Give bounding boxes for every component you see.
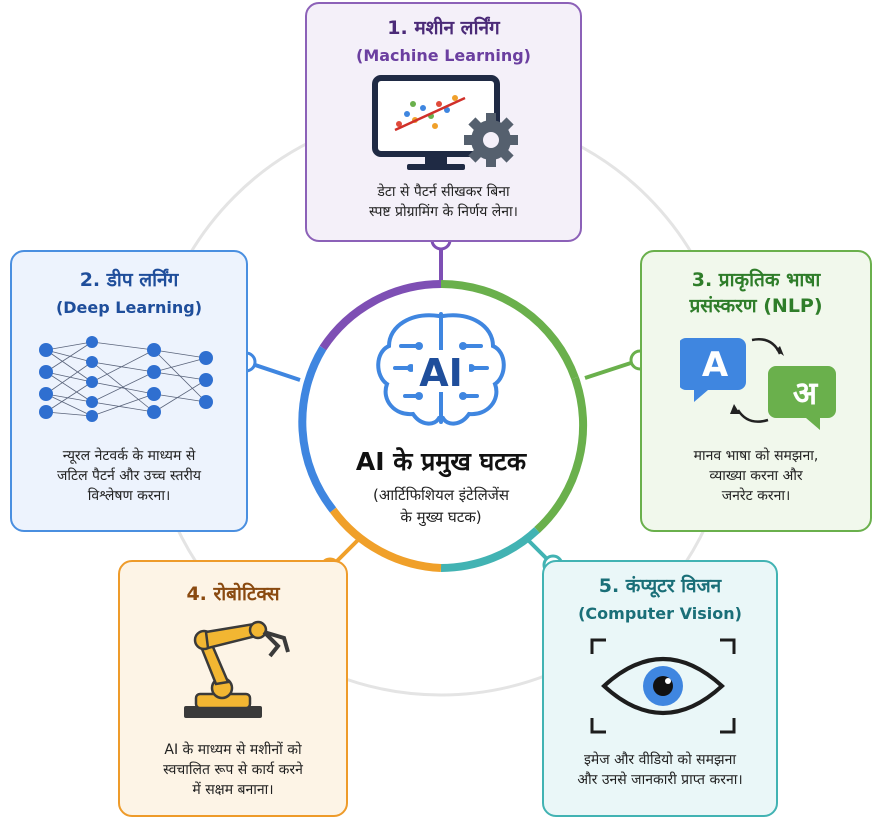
description-line: स्वचालित रूप से कार्य करने [163, 762, 303, 778]
ring-segment-teal [440, 527, 540, 572]
translate-bubbles-icon [680, 338, 836, 430]
ring-segment-orange [329, 507, 442, 572]
description-line: स्पष्ट प्रोग्रामिंग के निर्णय लेना। [369, 204, 518, 220]
computer-vision-title: 5. कंप्यूटर विजन [598, 575, 722, 597]
center-hub: AI AI के प्रमुख घटक (आर्टिफिशियल इंटेलिज… [293, 278, 589, 574]
description-line: न्यूरल नेटवर्क के माध्यम से [62, 448, 196, 464]
nlp-title-line2: प्रसंस्करण (NLP) [689, 295, 823, 317]
description-line: विश्लेषण करना। [87, 488, 171, 504]
deep-learning-description: न्यूरल नेटवर्क के माध्यम से जटिल पैटर्न … [20, 446, 238, 506]
description-line: जनरेट करना। [721, 488, 791, 504]
machine-learning-description: डेटा से पैटर्न सीखकर बिना स्पष्ट प्रोग्र… [315, 182, 572, 222]
deep-learning-subtitle: (Deep Learning) [55, 298, 203, 317]
description-line: इमेज और वीडियो को समझना [584, 752, 736, 768]
deep-learning-title: 2. डीप लर्निंग [79, 269, 179, 291]
robot-arm-icon [184, 620, 290, 718]
neural-network-icon [39, 336, 213, 422]
description-line: व्याख्या करना और [709, 468, 803, 484]
eye-scan-icon [590, 638, 736, 734]
description-line: AI के माध्यम से मशीनों को [164, 742, 302, 758]
deep-learning-card: 2. डीप लर्निंग (Deep Learning) न्यूरल ने… [10, 250, 248, 532]
nlp-card: 3. प्राकृतिक भाषा प्रसंस्करण (NLP) A अ म… [640, 250, 872, 532]
bubble-devanagari-letter: अ [792, 374, 818, 412]
nlp-description: मानव भाषा को समझना, व्याख्या करना और जनर… [650, 446, 862, 506]
computer-vision-subtitle: (Computer Vision) [578, 604, 742, 623]
center-subtitle: (आर्टिफिशियल इंटेलिजेंस के मुख्य घटक) [323, 484, 559, 528]
machine-learning-title: 1. मशीन लर्निंग [387, 17, 500, 39]
ring-segment-green [440, 279, 579, 380]
ring-segment-blue [298, 345, 337, 513]
description-line: जटिल पैटर्न और उच्च स्तरीय [57, 468, 201, 484]
brain-ai-icon: AI [376, 312, 506, 426]
description-line: डेटा से पैटर्न सीखकर बिना [377, 184, 510, 200]
ai-logo-text: AI [419, 351, 463, 395]
center-ring [298, 279, 588, 572]
robotics-title: 4. रोबोटिक्स [186, 583, 280, 605]
description-line: और उनसे जानकारी प्राप्त करना। [577, 772, 743, 788]
computer-chart-gear-icon [372, 75, 518, 170]
center-subtitle-line: के मुख्य घटक) [400, 508, 482, 526]
computer-vision-description: इमेज और वीडियो को समझना और उनसे जानकारी … [552, 750, 768, 790]
bubble-latin-letter: A [701, 345, 729, 385]
computer-vision-card: 5. कंप्यूटर विजन (Computer Vision) इमेज … [542, 560, 778, 817]
description-line: मानव भाषा को समझना, [693, 448, 819, 464]
machine-learning-subtitle: (Machine Learning) [356, 46, 531, 65]
robotics-description: AI के माध्यम से मशीनों को स्वचालित रूप स… [128, 740, 338, 800]
center-subtitle-line: (आर्टिफिशियल इंटेलिजेंस [372, 486, 510, 504]
center-title: AI के प्रमुख घटक [355, 447, 527, 476]
machine-learning-card: 1. मशीन लर्निंग (Machine Learning) डेटा … [305, 2, 582, 242]
description-line: में सक्षम बनाना। [192, 782, 274, 798]
ring-segment-green-2 [534, 376, 588, 533]
robotics-card: 4. रोबोटिक्स AI के माध्यम से मशीनों को स… [118, 560, 348, 817]
ring-segment-purple [319, 280, 442, 351]
nlp-title: 3. प्राकृतिक भाषा [691, 269, 821, 291]
